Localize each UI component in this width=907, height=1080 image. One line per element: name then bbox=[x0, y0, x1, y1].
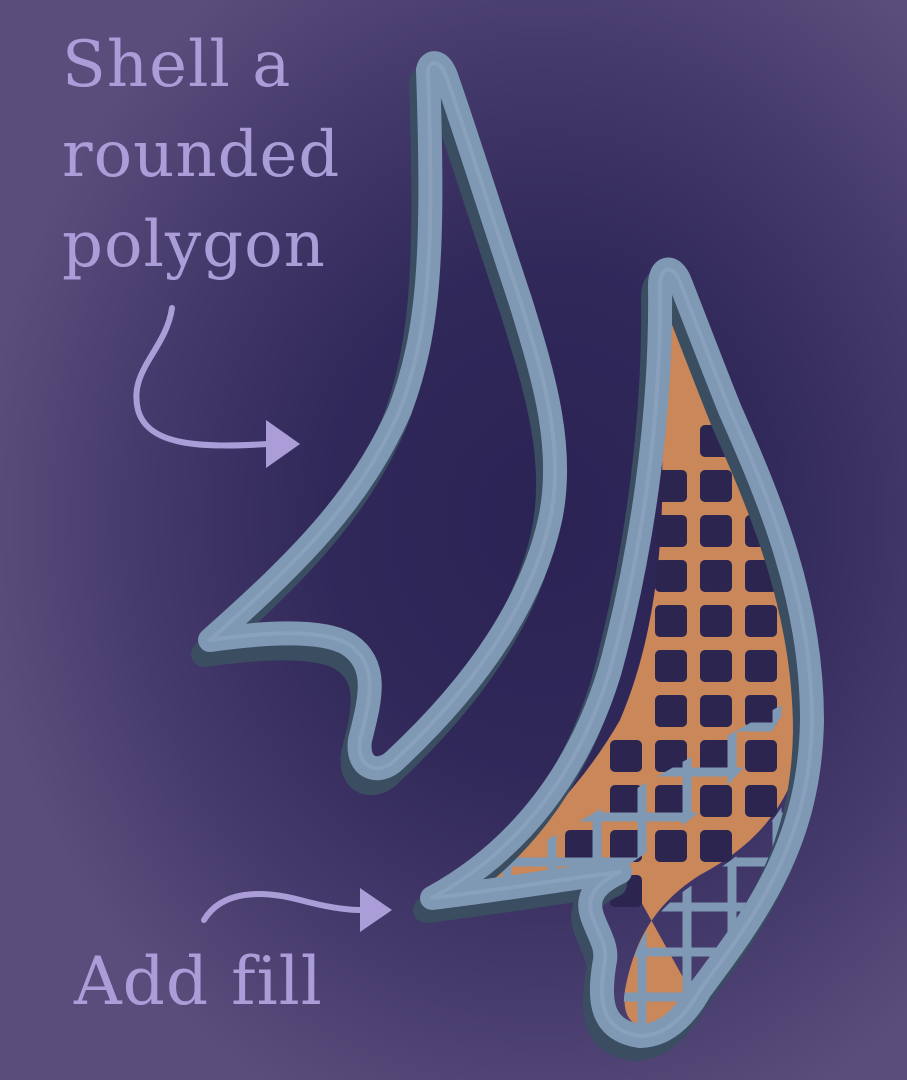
infill-cell bbox=[610, 785, 642, 817]
infill-cell bbox=[655, 785, 687, 817]
infill-cell bbox=[700, 830, 732, 862]
infill-cell bbox=[745, 605, 777, 637]
infill-cell bbox=[655, 515, 687, 547]
infill-cell bbox=[745, 740, 777, 772]
shell-caption-line-2: rounded bbox=[62, 118, 341, 192]
shell-caption: Shell a rounded polygon bbox=[62, 20, 340, 290]
infill-cell bbox=[610, 740, 642, 772]
fill-caption: Add fill bbox=[74, 942, 323, 1022]
infill-cell bbox=[655, 605, 687, 637]
infill-cell bbox=[565, 830, 597, 862]
infill-cell bbox=[700, 470, 732, 502]
infill-cell bbox=[700, 650, 732, 682]
infill-cell bbox=[655, 740, 687, 772]
fill-caption-text: Add fill bbox=[74, 943, 323, 1020]
infill-cell bbox=[655, 650, 687, 682]
infill-cell bbox=[655, 560, 687, 592]
shell-caption-line-1: Shell a bbox=[62, 28, 292, 102]
infill-cell bbox=[745, 695, 777, 727]
infill-cell bbox=[655, 470, 687, 502]
infill-cell bbox=[700, 785, 732, 817]
infill-cell bbox=[700, 740, 732, 772]
curved-arrow-icon bbox=[133, 305, 300, 468]
infill-cell bbox=[700, 605, 732, 637]
infill-cell bbox=[655, 695, 687, 727]
infill-cell bbox=[700, 515, 732, 547]
shell-shape bbox=[191, 51, 568, 796]
infill-cell bbox=[700, 695, 732, 727]
shell-caption-line-3: polygon bbox=[62, 208, 326, 282]
infill-grid bbox=[565, 425, 777, 907]
infill-cell bbox=[655, 830, 687, 862]
curved-arrow-icon bbox=[201, 888, 392, 932]
infill-cell bbox=[700, 560, 732, 592]
infill-cell bbox=[610, 830, 642, 862]
infill-cell bbox=[745, 650, 777, 682]
infill-cell bbox=[745, 785, 777, 817]
